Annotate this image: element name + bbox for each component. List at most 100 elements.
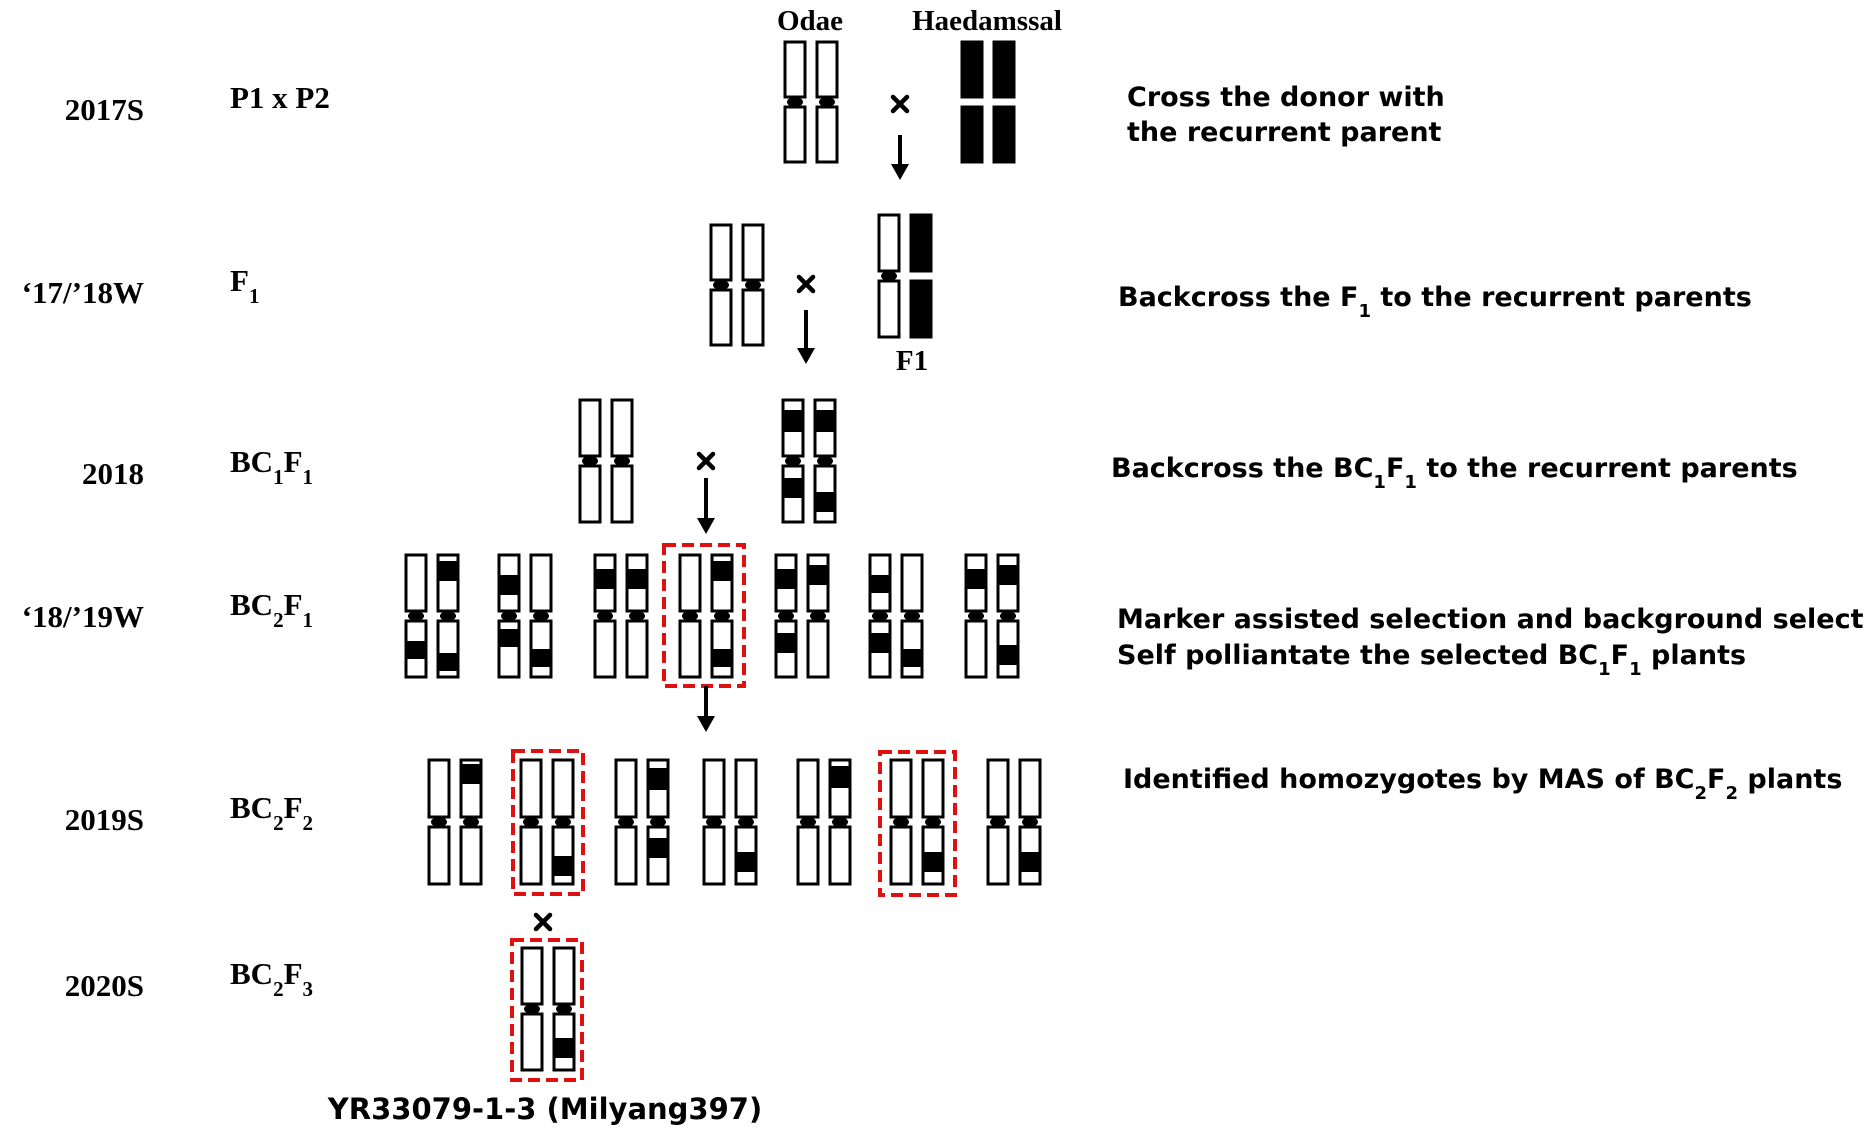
centromere [523, 817, 539, 827]
chromosome [614, 758, 638, 886]
donor-segment [815, 492, 835, 512]
text-run: F [230, 263, 249, 298]
centromere [650, 817, 666, 827]
chromosome-upper-arm [529, 553, 553, 613]
chromosome-upper-arm [783, 40, 807, 99]
centromere [463, 817, 479, 827]
chromosome-lower-arm [578, 464, 602, 524]
subscript: 2 [273, 608, 284, 632]
chromosome-upper-arm [678, 553, 702, 613]
year-label: 2019S [65, 802, 144, 837]
subscript: 1 [1598, 659, 1611, 680]
generation-label: BC1F1 [230, 444, 313, 489]
chromosome [986, 758, 1010, 886]
arrow-head [697, 518, 715, 534]
centromere [872, 611, 888, 621]
chromosome [960, 40, 984, 164]
chromosome-lower-arm [909, 279, 933, 339]
centromere [582, 456, 598, 466]
subscript: 2 [273, 977, 284, 1001]
chromosome [868, 553, 892, 679]
centromere [501, 611, 517, 621]
subscript: 3 [303, 977, 314, 1001]
text-run: Marker assisted selection and background… [1117, 604, 1864, 635]
chromosome-lower-arm [992, 105, 1016, 164]
text-run: to the recurrent parents [1371, 282, 1752, 313]
donor-segment [648, 768, 668, 790]
chromosome-lower-arm [459, 825, 483, 886]
text-run: plants [1738, 764, 1842, 795]
generation-label: P1 x P2 [230, 80, 330, 115]
chromosome-upper-arm [614, 758, 638, 819]
donor-segment [406, 641, 426, 659]
text-run: F [1707, 764, 1725, 795]
chromosome [646, 758, 670, 886]
chromosome [813, 398, 837, 524]
centromere [556, 1004, 572, 1014]
generation-label: BC2F2 [230, 790, 313, 835]
chromosome-upper-arm [877, 213, 901, 273]
donor-segment [783, 478, 803, 498]
chromosome-upper-arm [578, 398, 602, 458]
subscript: 1 [1629, 659, 1642, 680]
chromosome [796, 758, 820, 886]
centromere [682, 611, 698, 621]
chromosome [519, 758, 543, 886]
subscript: 2 [1694, 783, 1707, 804]
chromosome [734, 758, 758, 886]
step-description: Cross the donor with [1127, 82, 1445, 113]
subscript: 1 [273, 465, 284, 489]
centromere [1022, 817, 1038, 827]
chromosome [520, 946, 544, 1072]
chromosome-lower-arm [519, 825, 543, 886]
step-description: Identified homozygotes by MAS of BC2F2 p… [1123, 764, 1842, 804]
subscript: 1 [1358, 301, 1371, 322]
centromere [713, 280, 729, 290]
subscript: 1 [249, 284, 260, 308]
chromosome [806, 553, 830, 679]
chromosome [781, 398, 805, 524]
donor-segment [808, 565, 828, 585]
chromosome-lower-arm [783, 105, 807, 164]
step-description: Backcross the BC1F1 to the recurrent par… [1111, 453, 1798, 493]
chromosome-upper-arm [427, 758, 451, 819]
chromosome-lower-arm [889, 825, 913, 886]
step-description: Marker assisted selection and background… [1117, 604, 1864, 635]
subscript: 1 [303, 465, 314, 489]
centromere [1000, 611, 1016, 621]
chromosome-upper-arm [552, 946, 576, 1006]
centromere [555, 817, 571, 827]
chromosome-upper-arm [900, 553, 924, 613]
centromere [787, 97, 803, 107]
subscript: 2 [303, 811, 314, 835]
f1-plant-label: F1 [896, 345, 928, 377]
donor-segment [815, 410, 835, 432]
centromere [785, 456, 801, 466]
generation-label: F1 [230, 263, 259, 308]
donor-segment [438, 653, 458, 671]
chromosome [404, 553, 428, 679]
year-label: ‘18/’19W [22, 599, 144, 634]
chromosome [815, 40, 839, 164]
text-run: plants [1642, 640, 1746, 671]
arrow-head [697, 716, 715, 732]
year-label: 2018 [82, 456, 144, 491]
subscript: 1 [1373, 472, 1386, 493]
text-run: Backcross the F [1118, 282, 1358, 313]
chromosome-upper-arm [921, 758, 945, 819]
centromere [832, 817, 848, 827]
chromosome-lower-arm [815, 105, 839, 164]
text-run: Backcross the BC [1111, 453, 1373, 484]
chromosome-lower-arm [806, 619, 830, 679]
chromosome [625, 553, 649, 679]
chromosome-upper-arm [404, 553, 428, 613]
chromosome [1018, 758, 1042, 886]
centromere [618, 817, 634, 827]
chromosome-upper-arm [815, 40, 839, 99]
chromosome-lower-arm [427, 825, 451, 886]
chromosome-lower-arm [614, 825, 638, 886]
parent-label-odae: Odae [777, 5, 843, 37]
text-run: the recurrent parent [1127, 117, 1442, 148]
